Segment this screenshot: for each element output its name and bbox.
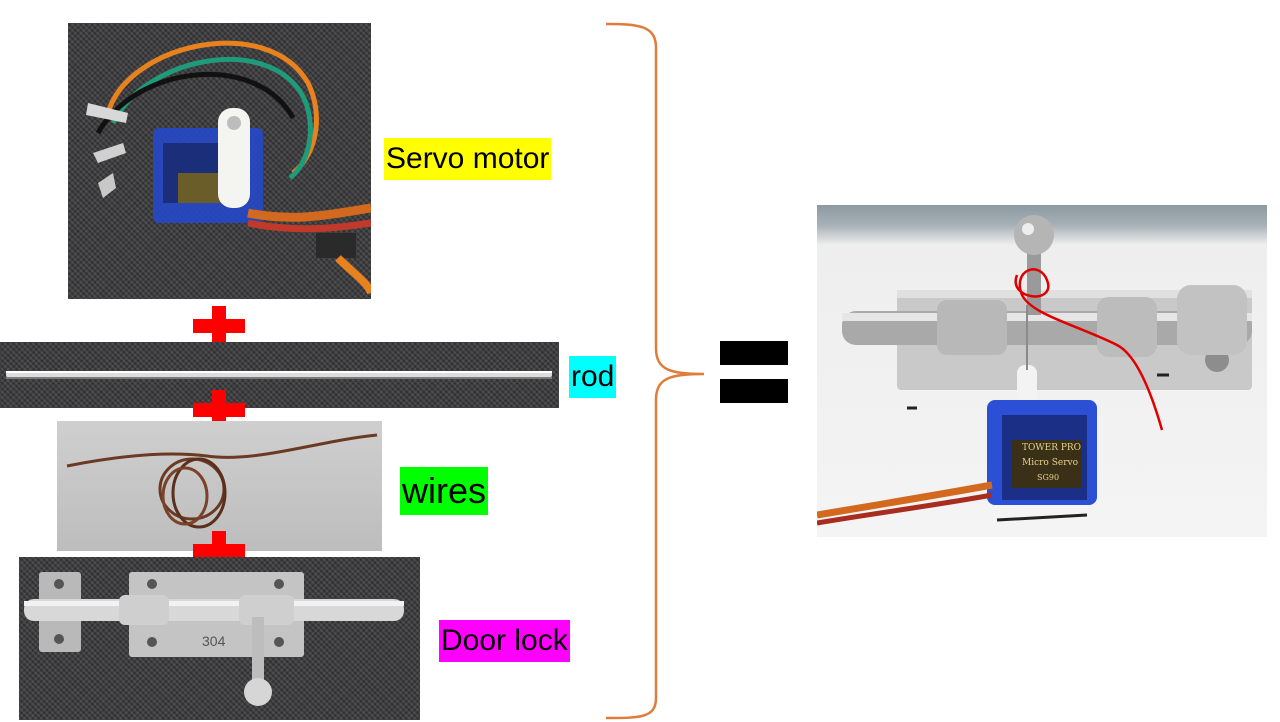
wires-photo: [57, 421, 382, 551]
rod-photo: [0, 342, 559, 408]
equals-bar-bottom: [720, 379, 788, 403]
plus-icon: [193, 306, 245, 346]
servo-brand-text: TOWER PRO: [1022, 443, 1082, 453]
assembled-lock-photo: TOWER PRO Micro Servo SG90: [817, 205, 1267, 537]
plus-icon: [193, 390, 245, 430]
servo-model-text: Micro Servo: [1022, 458, 1079, 468]
servo-motor-label: Servo motor: [384, 138, 552, 180]
door-lock-label: Door lock: [439, 620, 570, 662]
servo-code-text: SG90: [1037, 473, 1060, 482]
equals-bar-top: [720, 341, 788, 365]
lock-stamp-text: 304: [202, 633, 226, 649]
curly-brace: [605, 22, 705, 720]
rod-label: rod: [569, 356, 617, 398]
door-lock-photo: 304: [19, 557, 420, 720]
wires-label: wires: [400, 467, 489, 515]
servo-motor-photo: [68, 23, 371, 299]
